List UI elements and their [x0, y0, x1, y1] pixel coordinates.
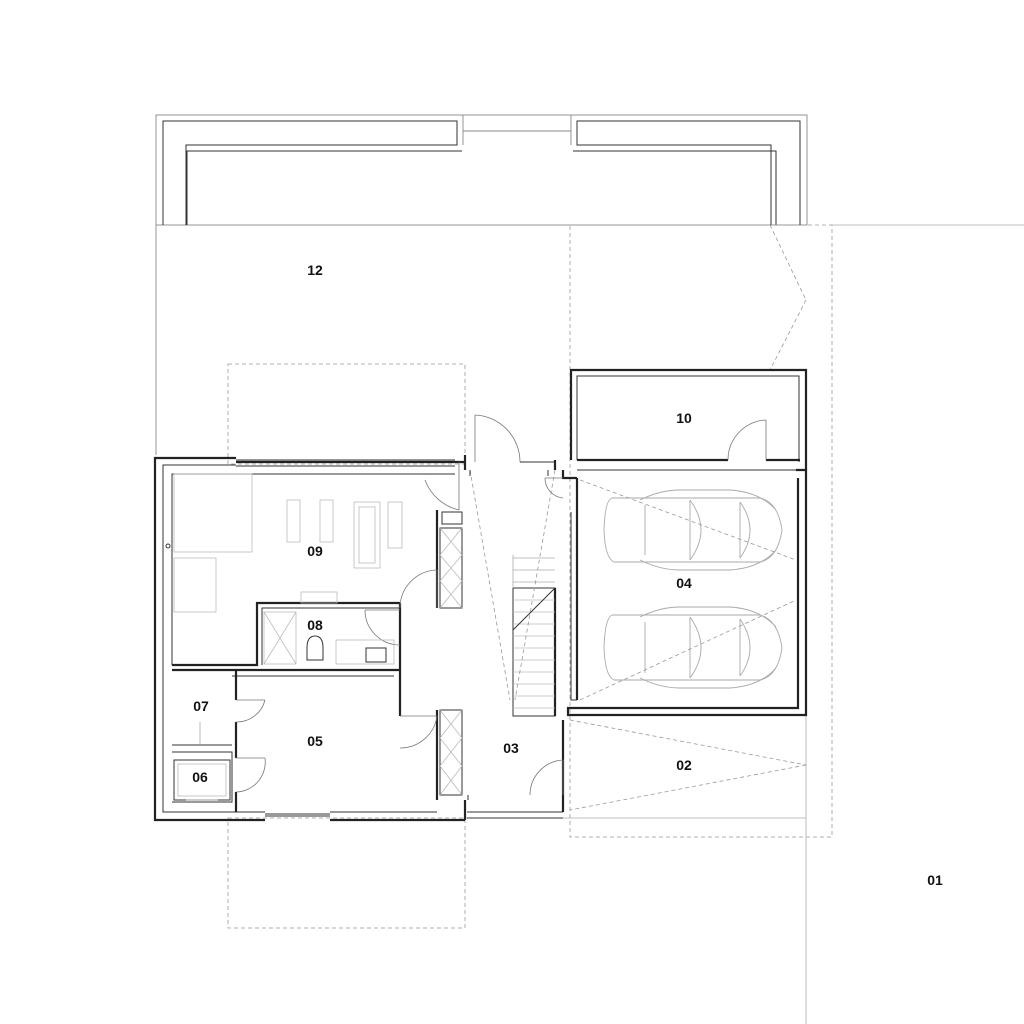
wardrobes [439, 511, 463, 796]
garage-guides [579, 479, 797, 701]
room-label-04: 04 [676, 575, 692, 591]
room-label-03: 03 [503, 740, 519, 756]
interior-walls [171, 460, 557, 812]
terrace-frame [155, 114, 808, 455]
room-label-12: 12 [307, 262, 323, 278]
doors [235, 414, 767, 796]
site-lines [465, 224, 1024, 1024]
room-label-01: 01 [927, 872, 943, 888]
bathroom-fixtures [263, 611, 395, 665]
car-upper [603, 489, 783, 571]
canopy-outlines [227, 224, 833, 929]
car-lower [603, 606, 783, 689]
room-label-06: 06 [192, 769, 208, 785]
room-label-07: 07 [193, 698, 209, 714]
door-stops [467, 470, 549, 800]
garage-walls [561, 468, 808, 717]
windows [236, 459, 555, 815]
house-walls [153, 455, 565, 822]
staircase [469, 469, 557, 717]
storage-walls [569, 368, 808, 470]
room-label-05: 05 [307, 733, 323, 749]
living-furniture [165, 473, 403, 613]
room-label-08: 08 [307, 617, 323, 633]
room-label-09: 09 [307, 543, 323, 559]
room-label-02: 02 [676, 757, 692, 773]
room-label-10: 10 [676, 410, 692, 426]
utility-fixtures [173, 722, 231, 801]
